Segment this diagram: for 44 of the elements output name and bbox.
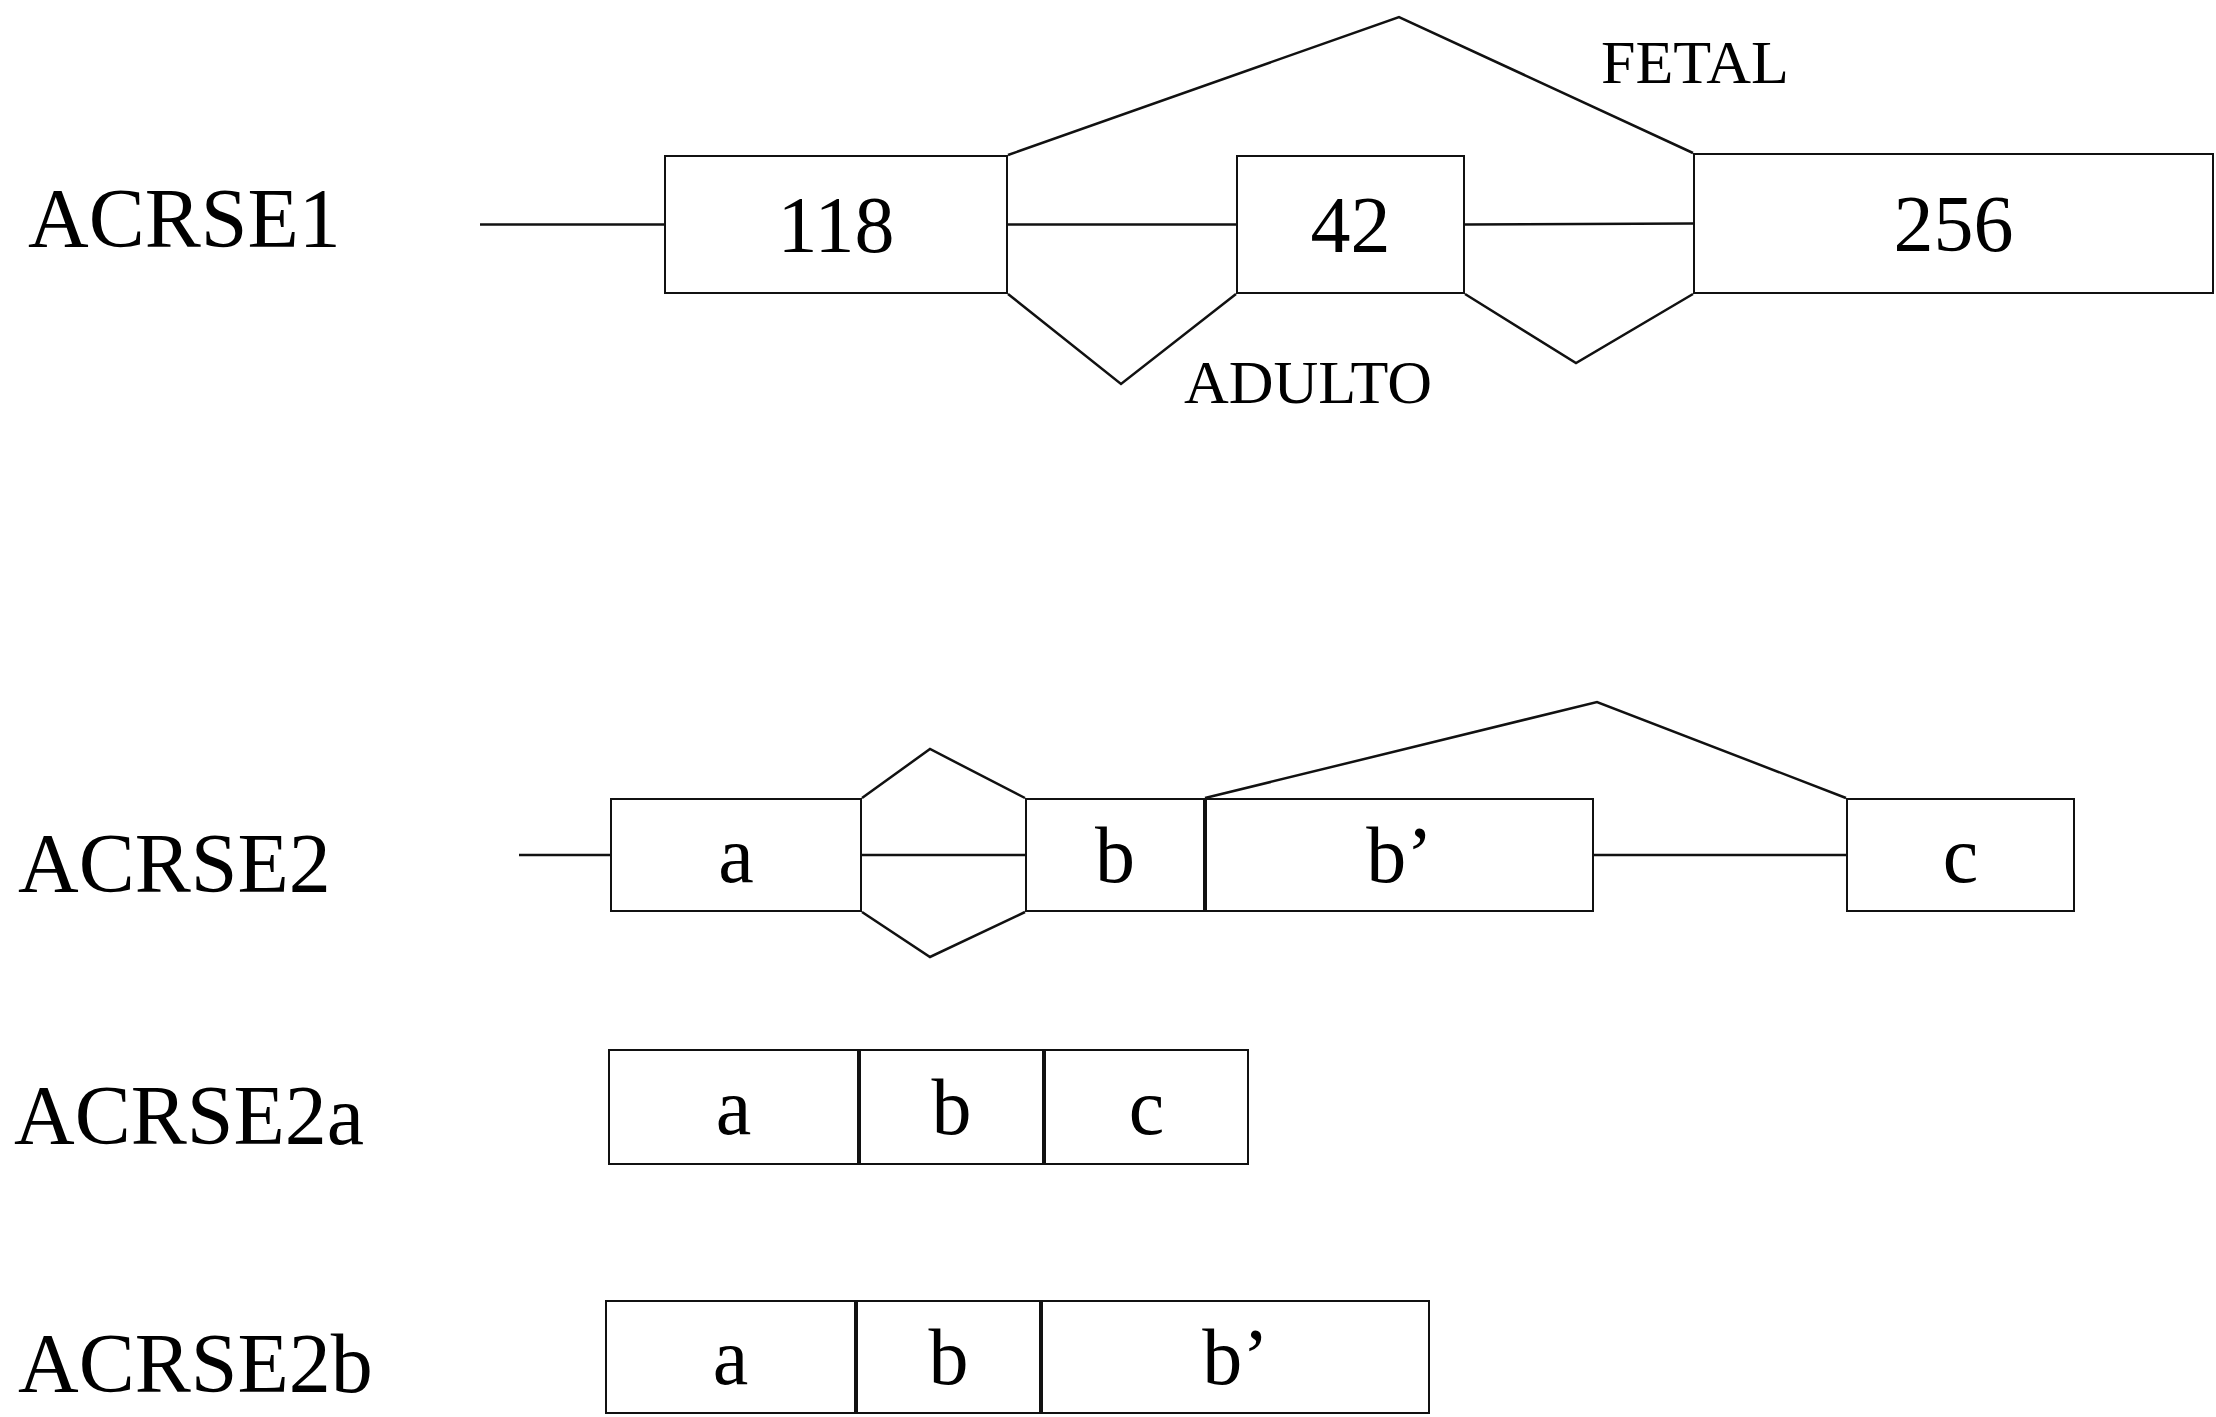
exon-box xyxy=(610,798,862,912)
gene-name: ACRSE2a xyxy=(14,1074,365,1158)
gene-name: ACRSE1 xyxy=(28,177,341,261)
exon-box xyxy=(859,1049,1044,1165)
connector-line xyxy=(1464,292,1694,365)
exon-label: a xyxy=(718,815,754,895)
exon-label: c xyxy=(1128,1067,1165,1147)
connector-line xyxy=(861,910,1026,959)
exon-box xyxy=(856,1300,1041,1414)
exon-label: a xyxy=(715,1067,752,1147)
connector-line xyxy=(1007,15,1694,157)
isoform-label: ADULTO xyxy=(1184,351,1433,413)
connector-line xyxy=(1008,223,1236,226)
exon-label: b’ xyxy=(1202,1317,1269,1397)
exon-box xyxy=(608,1049,859,1165)
exon-label: b xyxy=(1095,815,1135,895)
exon-label: 118 xyxy=(777,184,895,265)
connector-line xyxy=(861,747,1026,800)
connector-line xyxy=(1594,853,1846,857)
exon-box xyxy=(664,155,1008,294)
connector-line xyxy=(519,853,610,857)
exon-label: a xyxy=(712,1317,749,1397)
exon-label: 256 xyxy=(1893,183,2014,264)
exon-box xyxy=(1205,798,1594,912)
exon-box xyxy=(1236,155,1465,294)
gene-name: ACRSE2b xyxy=(18,1322,373,1406)
connector-line xyxy=(480,223,664,226)
exon-label: 42 xyxy=(1310,184,1391,265)
exon-box xyxy=(1846,798,2075,912)
connector-line xyxy=(1465,222,1693,226)
connector-line xyxy=(1007,293,1237,386)
exon-label: b xyxy=(928,1317,969,1397)
exon-label: c xyxy=(1942,815,1979,895)
connector-line xyxy=(862,853,1025,857)
exon-box xyxy=(1025,798,1205,912)
exon-label: b xyxy=(931,1067,972,1147)
gene-name: ACRSE2 xyxy=(18,822,331,906)
exon-box xyxy=(1693,153,2214,294)
exon-box xyxy=(1044,1049,1249,1165)
exon-box xyxy=(1041,1300,1430,1414)
exon-label: b’ xyxy=(1366,815,1433,895)
isoform-label: FETAL xyxy=(1601,31,1789,93)
exon-box xyxy=(605,1300,856,1414)
connector-line xyxy=(1204,700,1847,800)
